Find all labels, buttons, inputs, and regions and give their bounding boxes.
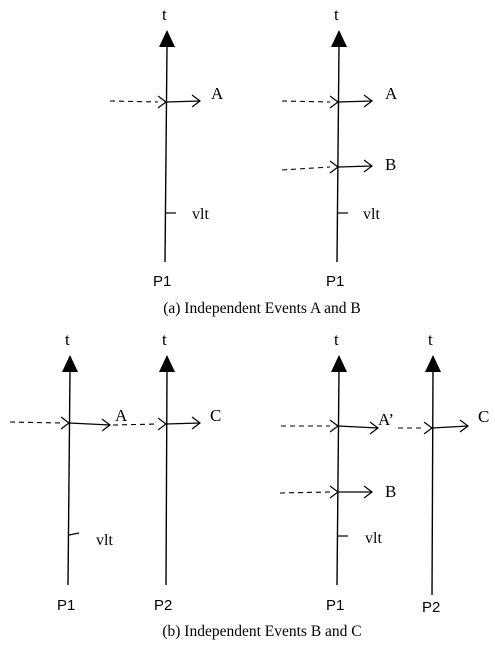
panel-b-right: t t A’ C B vlt P1 P2 [279,330,489,616]
time-label: t [162,330,167,349]
vlt-label: vlt [192,206,209,223]
arrowhead-icon [363,94,373,108]
time-arrowhead-icon [62,355,78,372]
caption-a: (a) Independent Events A and B [163,300,361,317]
incoming-message-a [281,100,331,103]
vlt-label: vlt [96,532,113,549]
process-line-p1 [67,370,71,586]
outgoing-message-a-prime [337,425,379,429]
time-arrowhead-icon [331,30,347,47]
process-line-p1 [164,45,168,263]
outgoing-message-b [337,165,373,168]
incoming-message-b [281,166,331,171]
time-label: t [428,330,433,349]
time-label: t [334,5,339,24]
process-line-p1 [336,45,340,263]
outgoing-message-c [431,425,469,429]
arrowhead-icon [191,416,201,430]
arrowhead-icon [369,421,379,435]
incoming-message-b [279,491,331,494]
time-arrowhead-icon [425,355,441,372]
process-line-p2 [165,370,168,586]
arrowhead-icon [157,417,167,431]
arrowhead-icon [329,160,339,174]
process-label-p1: P1 [326,597,344,614]
panel-b-left: t t A C vlt P1 P2 [9,330,221,614]
vlt-tick [68,532,80,536]
process-label-p1: P1 [57,597,75,614]
process-line-p1 [336,370,340,586]
event-label-a: A [211,84,224,103]
arrowhead-icon [157,95,167,109]
process-label-p2: P2 [154,597,172,614]
arrowhead-icon [459,419,469,433]
outgoing-message-c [165,422,201,425]
caption-b: (b) Independent Events B and C [162,623,361,640]
arrowhead-icon [101,418,111,432]
arrowhead-icon [423,421,433,435]
arrowhead-icon [60,416,70,430]
vlt-label: vlt [365,530,382,547]
arrowhead-icon [363,159,373,173]
vlt-label: vlt [363,206,380,223]
process-line-p2 [431,370,434,596]
arrowhead-icon [329,419,339,433]
panel-a-left: t A vlt P1 [109,5,224,290]
outgoing-message-a [165,100,201,103]
time-arrowhead-icon [331,355,347,372]
event-label-b: B [385,482,396,501]
event-label-a: A [115,406,128,425]
time-label: t [65,330,70,349]
event-label-a: A [385,84,398,103]
arrowhead-icon [329,95,339,109]
arrowhead-icon [363,485,373,499]
event-label-c: C [210,406,221,425]
outgoing-message-a [68,422,111,426]
event-label-c: C [478,407,489,426]
arrowhead-icon [329,485,339,499]
panel-a-right: t A B vlt P1 [281,5,398,290]
outgoing-message-a [337,100,373,103]
incoming-message-a [109,100,159,103]
time-arrowhead-icon [159,30,175,47]
process-label-p1: P1 [326,273,344,290]
time-label: t [334,330,339,349]
time-label: t [162,5,167,24]
incoming-message-c [112,423,159,426]
process-label-p2: P2 [422,599,440,616]
process-label-p1: P1 [153,273,171,290]
event-label-b: B [385,155,396,174]
incoming-message-a [9,421,62,424]
arrowhead-icon [191,94,201,108]
event-label-a-prime: A’ [378,410,394,429]
time-arrowhead-icon [159,355,175,372]
